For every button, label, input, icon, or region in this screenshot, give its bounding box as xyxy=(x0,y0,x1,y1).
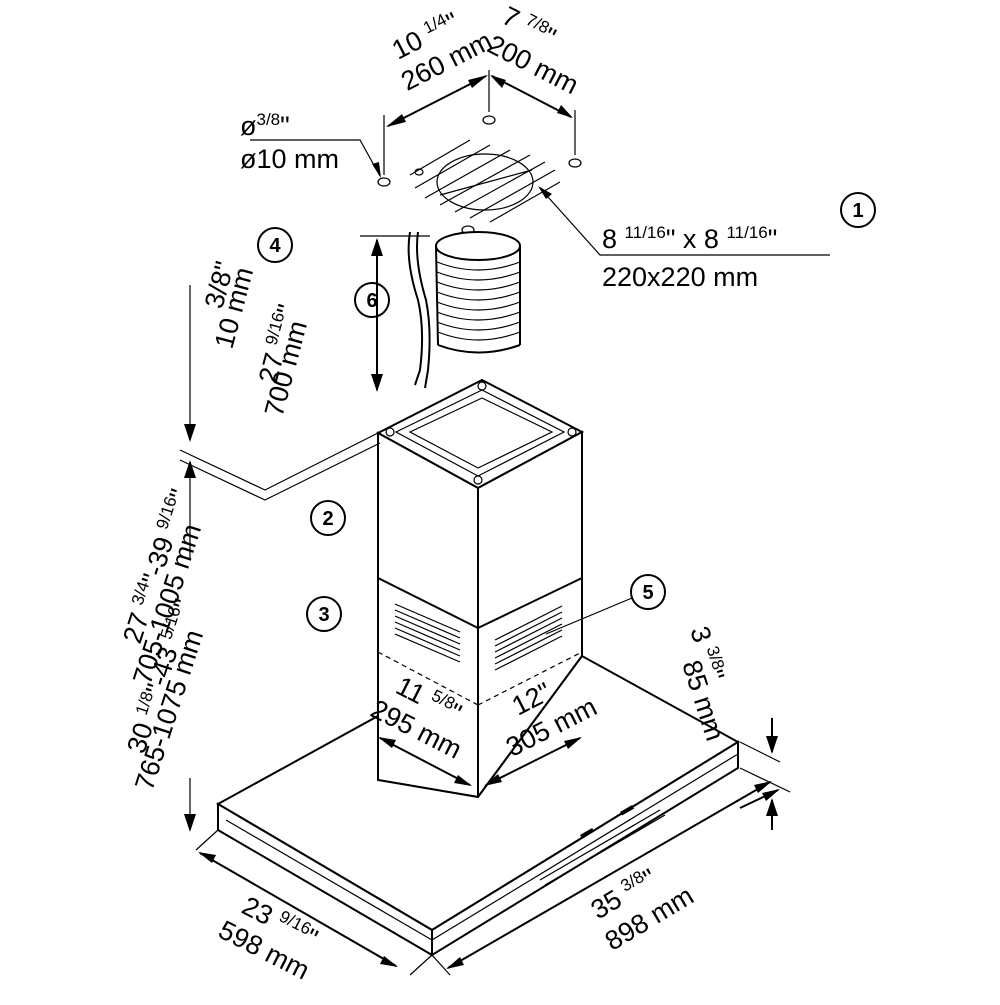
flexible-duct xyxy=(435,231,521,354)
vent-right xyxy=(494,605,563,671)
svg-text:220x220 mm: 220x220 mm xyxy=(602,262,758,292)
label-duct: 27 9/16" xyxy=(252,301,303,387)
mount-hole-right xyxy=(568,158,582,168)
power-cable xyxy=(407,231,431,389)
mount-hole-left xyxy=(377,177,391,187)
ceiling-mount-plate xyxy=(377,115,582,235)
chimney-dimension-arrows xyxy=(378,737,582,786)
callout-1: 1 xyxy=(840,192,876,228)
label-depth: 23 9/16" 598 mm xyxy=(214,891,323,986)
duct-height-dimension xyxy=(360,235,430,392)
svg-text:27 9/16": 27 9/16" xyxy=(252,301,303,387)
mount-hole-top xyxy=(482,115,496,125)
canopy xyxy=(215,654,740,957)
bottom-dimension-lines xyxy=(195,781,772,976)
svg-text:ø3/8": ø3/8" xyxy=(240,110,290,141)
top-dimension-lines xyxy=(250,70,830,256)
vent-left xyxy=(394,603,461,663)
svg-text:8 11/16" x 8 11/16": 8 11/16" x 8 11/16" xyxy=(602,223,777,254)
svg-text:3: 3 xyxy=(318,604,329,626)
callout-3: 3 xyxy=(306,596,342,632)
callout-5: 5 xyxy=(545,574,666,635)
left-height-dimensions xyxy=(179,285,381,832)
canopy-height-dimension xyxy=(739,718,791,830)
label-hole-diameter: ø3/8" ø10 mm xyxy=(240,110,339,174)
label-cutout: 8 11/16" x 8 11/16" 220x220 mm xyxy=(602,223,777,292)
svg-text:5: 5 xyxy=(642,582,653,604)
callout-2: 2 xyxy=(310,500,346,536)
svg-text:2: 2 xyxy=(322,508,333,530)
callout-6: 6 xyxy=(354,282,390,318)
svg-text:ø10 mm: ø10 mm xyxy=(240,144,339,174)
svg-text:6: 6 xyxy=(366,290,377,312)
svg-text:200 mm: 200 mm xyxy=(483,29,584,100)
svg-text:1: 1 xyxy=(852,200,863,222)
callout-4: 4 xyxy=(257,227,293,263)
label-width-top: 10 1/4" 260 mm xyxy=(387,6,497,96)
label-width: 35 3/8" 898 mm xyxy=(586,863,699,956)
svg-text:4: 4 xyxy=(269,235,281,257)
